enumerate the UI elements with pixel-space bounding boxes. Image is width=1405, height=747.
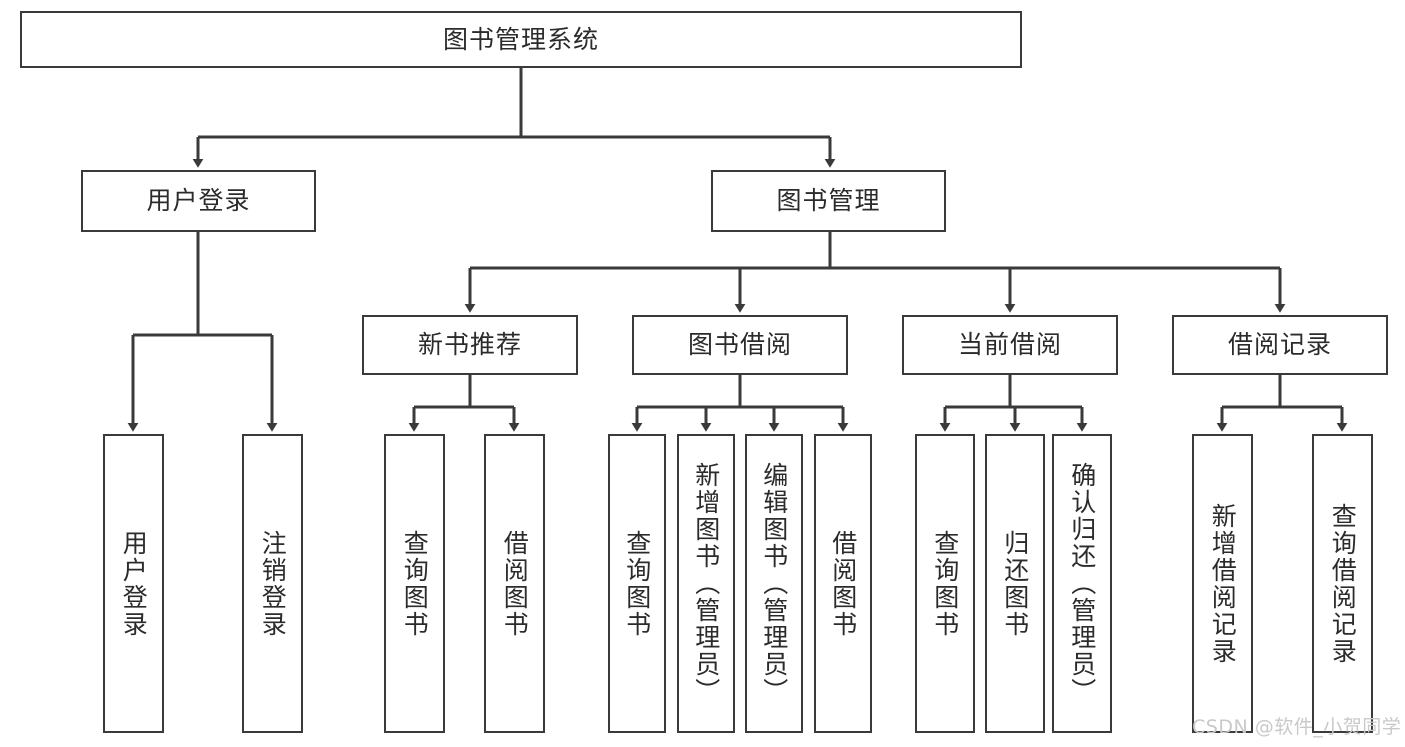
node-leaf-query-book-borrow[interactable]: 查询图书 (608, 434, 666, 733)
node-leaf-logout[interactable]: 注销登录 (242, 434, 303, 733)
node-book-borrow-label: 图书借阅 (687, 330, 792, 360)
node-user-login-label: 用户登录 (146, 186, 251, 216)
node-leaf-add-book[interactable]: 新增图书（管理员） (677, 434, 735, 733)
node-leaf-add-borrow-record-label: 新增借阅记录 (1208, 502, 1238, 665)
node-new-book-recommend[interactable]: 新书推荐 (362, 315, 578, 375)
node-leaf-query-book-recommend-label: 查询图书 (400, 529, 430, 638)
node-leaf-return-book-label: 归还图书 (1000, 529, 1030, 638)
node-root-label: 图书管理系统 (442, 24, 599, 54)
node-leaf-query-book-current[interactable]: 查询图书 (915, 434, 975, 733)
node-leaf-confirm-return-label: 确认归还（管理员） (1067, 462, 1097, 705)
node-new-book-recommend-label: 新书推荐 (417, 330, 522, 360)
node-leaf-query-borrow-record-label: 查询借阅记录 (1328, 502, 1358, 665)
node-borrow-record[interactable]: 借阅记录 (1172, 315, 1388, 375)
node-borrow-record-label: 借阅记录 (1227, 330, 1332, 360)
node-leaf-logout-label: 注销登录 (258, 529, 288, 638)
node-leaf-confirm-return[interactable]: 确认归还（管理员） (1052, 434, 1112, 733)
node-leaf-user-login[interactable]: 用户登录 (103, 434, 164, 733)
node-leaf-edit-book-label: 编辑图书（管理员） (759, 462, 789, 705)
node-book-borrow[interactable]: 图书借阅 (632, 315, 848, 375)
node-leaf-borrow-book-recommend-label: 借阅图书 (500, 529, 530, 638)
node-leaf-borrow-book[interactable]: 借阅图书 (814, 434, 872, 733)
node-leaf-borrow-book-recommend[interactable]: 借阅图书 (484, 434, 545, 733)
node-leaf-return-book[interactable]: 归还图书 (985, 434, 1045, 733)
node-book-management-label: 图书管理 (776, 186, 881, 216)
node-user-login[interactable]: 用户登录 (81, 170, 316, 232)
node-leaf-query-book-current-label: 查询图书 (930, 529, 960, 638)
node-root[interactable]: 图书管理系统 (20, 11, 1022, 68)
node-current-borrow-label: 当前借阅 (957, 330, 1062, 360)
node-leaf-edit-book[interactable]: 编辑图书（管理员） (745, 434, 803, 733)
node-leaf-query-book-borrow-label: 查询图书 (622, 529, 652, 638)
node-leaf-query-book-recommend[interactable]: 查询图书 (384, 434, 445, 733)
node-book-management[interactable]: 图书管理 (711, 170, 946, 232)
node-leaf-user-login-label: 用户登录 (119, 529, 149, 638)
node-leaf-add-book-label: 新增图书（管理员） (691, 462, 721, 705)
node-leaf-add-borrow-record[interactable]: 新增借阅记录 (1192, 434, 1253, 733)
node-current-borrow[interactable]: 当前借阅 (902, 315, 1118, 375)
node-leaf-borrow-book-label: 借阅图书 (828, 529, 858, 638)
node-leaf-query-borrow-record[interactable]: 查询借阅记录 (1312, 434, 1373, 733)
